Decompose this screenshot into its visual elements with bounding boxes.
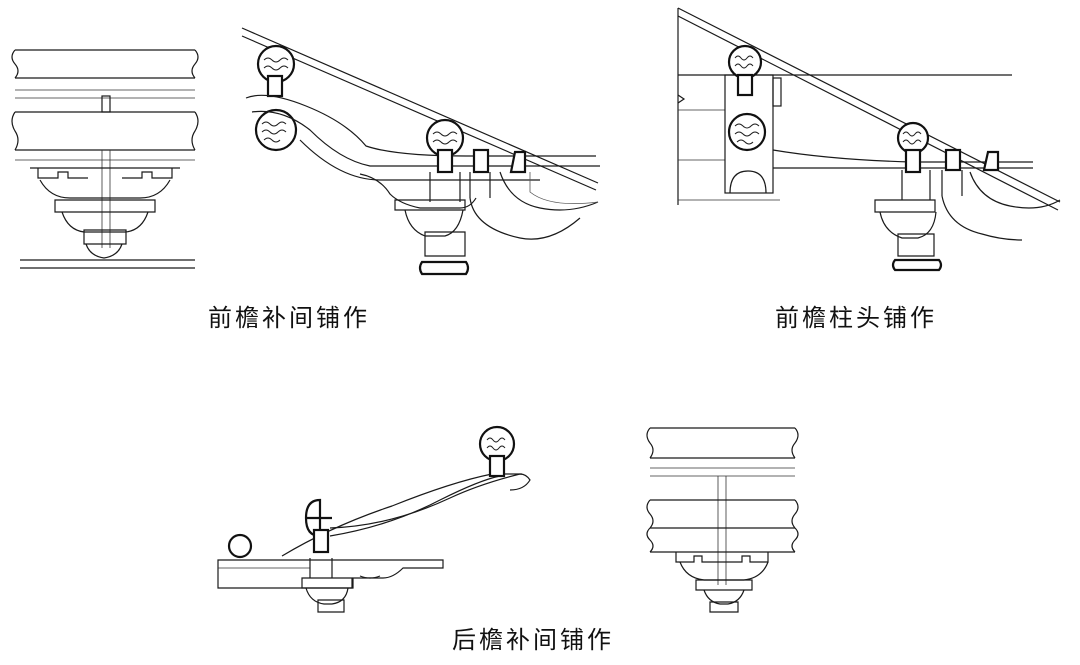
caption-rear-intercolumn: 后檐补间铺作: [452, 626, 614, 654]
rear-intercolumn-elevation: [646, 427, 799, 613]
front-column-head-section: [677, 7, 1061, 272]
caption-front-intercolumn: 前檐补间铺作: [208, 304, 370, 332]
front-intercolumn-elevation: [11, 49, 199, 269]
rear-intercolumn-section: [217, 425, 531, 613]
front-intercolumn-section: [241, 27, 600, 276]
caption-front-column-head: 前檐柱头铺作: [775, 304, 937, 332]
